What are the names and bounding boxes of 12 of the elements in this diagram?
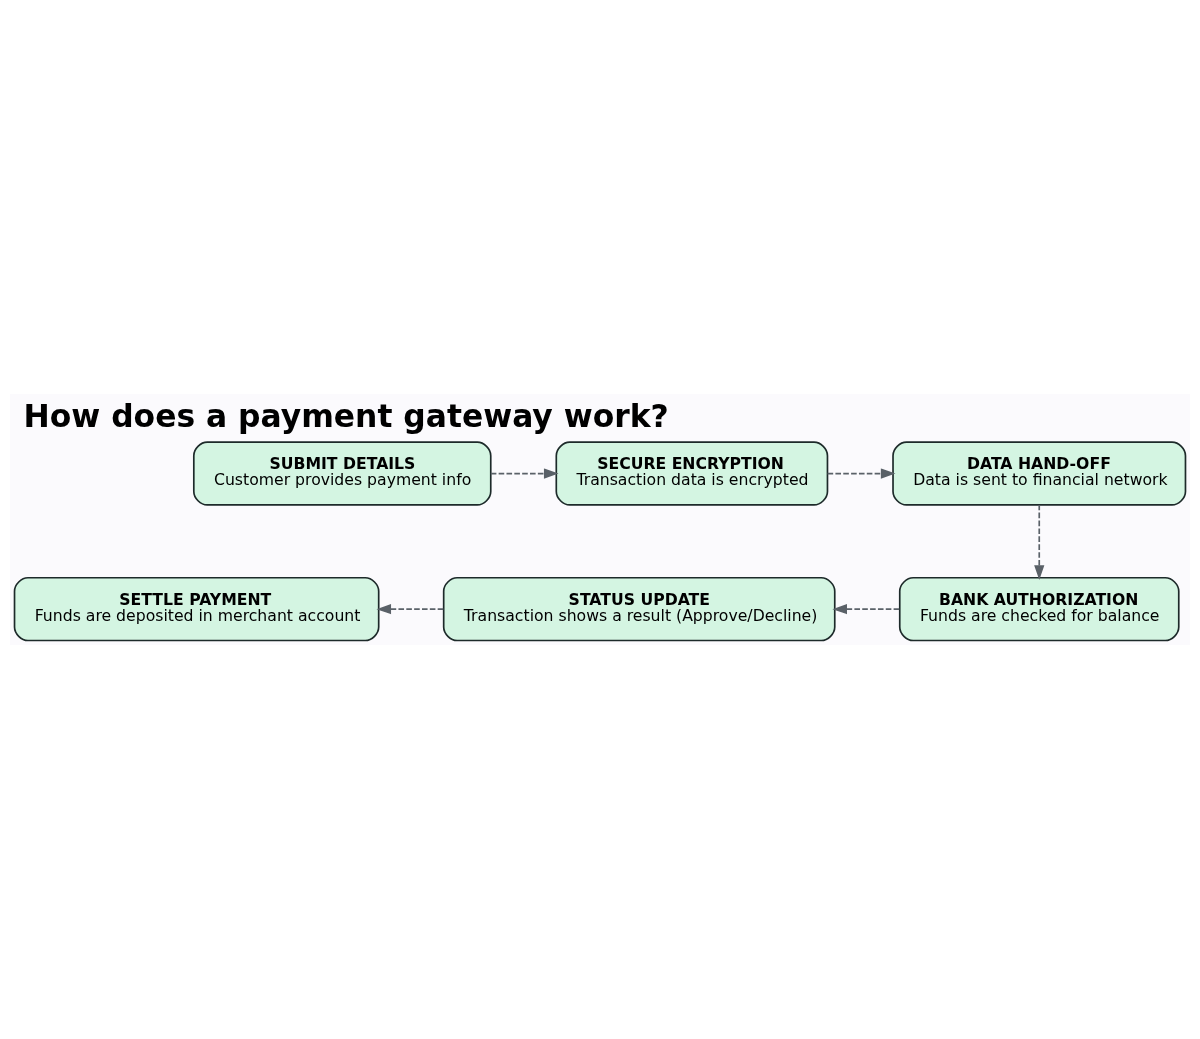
node-box: SECURE ENCRYPTION Transaction data is encrypted bbox=[555, 441, 829, 506]
arrow bbox=[1034, 504, 1045, 580]
node-box: SUBMIT DETAILS Customer provides payment info bbox=[192, 441, 492, 506]
arrow bbox=[376, 604, 445, 615]
diagram-title: How does a payment gateway work? bbox=[23, 397, 669, 434]
node-box: STATUS UPDATE Transaction shows a result (Approve/Decline) bbox=[442, 576, 836, 642]
node-box: BANK AUTHORIZATION Funds are checked for balance bbox=[898, 576, 1180, 642]
arrow bbox=[826, 468, 896, 479]
node-box: SETTLE PAYMENT Funds are deposited in merchant account bbox=[13, 576, 380, 642]
arrow bbox=[489, 468, 559, 479]
arrow bbox=[832, 604, 901, 615]
node-box: DATA HAND-OFF Data is sent to financial network bbox=[892, 441, 1187, 506]
